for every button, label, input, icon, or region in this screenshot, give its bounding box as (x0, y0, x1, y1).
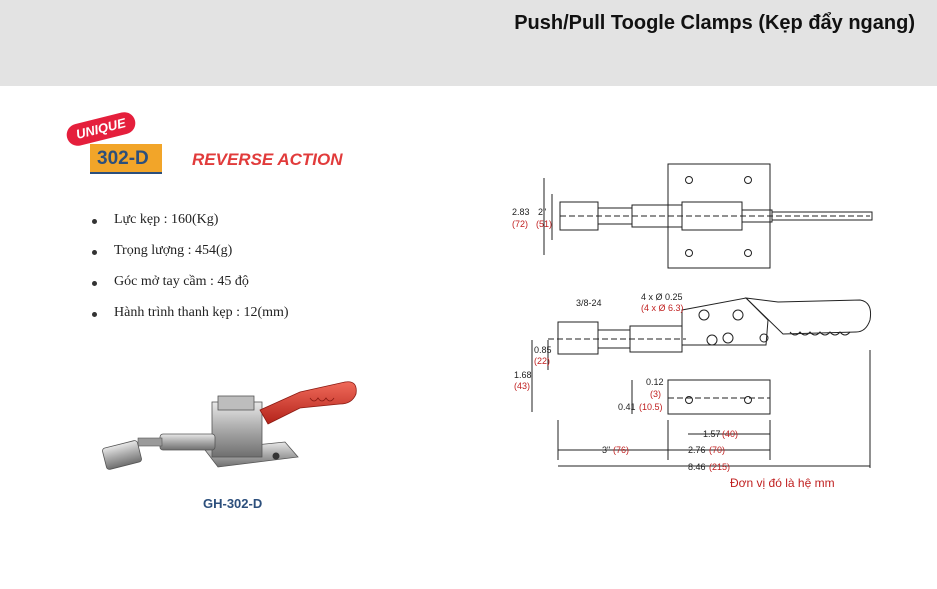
dim-label: 1.68 (514, 370, 532, 380)
dim-label: 3/8-24 (576, 298, 602, 308)
dim-label: (70) (709, 445, 725, 455)
dim-label: (51) (536, 219, 552, 229)
dim-label: 2.83 (512, 207, 530, 217)
unique-tag: UNIQUE (64, 109, 138, 149)
spec-item: Góc mở tay cầm : 45 độ (92, 274, 289, 305)
unit-note: Đơn vị đó là hệ mm (730, 476, 835, 490)
spec-item: Lực kẹp : 160(Kg) (92, 212, 289, 243)
product-caption: GH-302-D (203, 496, 263, 511)
dim-label: 4 x Ø 0.25 (641, 292, 683, 302)
dim-label: 1.57 (703, 429, 721, 439)
model-code: 302-D (97, 148, 149, 169)
reverse-action-label: REVERSE ACTION (192, 150, 343, 169)
dim-label: (72) (512, 219, 528, 229)
spec-list: Lực kẹp : 160(Kg) Trọng lượng : 454(g) G… (92, 212, 289, 336)
spec-item: Hành trình thanh kẹp : 12(mm) (92, 305, 289, 336)
page-header: Push/Pull Toogle Clamps (Kẹp đẩy ngang) (0, 0, 937, 86)
dim-label: 0.85 (534, 345, 552, 355)
spec-text: Lực kẹp : 160(Kg) (114, 212, 219, 227)
dim-label: 3" (602, 445, 610, 455)
dim-label: (4 x Ø 6.3) (641, 303, 684, 313)
spec-text: Trọng lượng : 454(g) (114, 243, 233, 258)
dim-label: (76) (613, 445, 629, 455)
page-title: Push/Pull Toogle Clamps (Kẹp đẩy ngang) (514, 12, 915, 34)
drawing-labels: 2.83 (72) 2" (51) 4 x Ø 0.25 (4 x Ø 6.3)… (512, 207, 738, 472)
model-badge: UNIQUE 302-D REVERSE ACTION (62, 106, 362, 186)
dim-label: 0.12 (646, 377, 664, 387)
dim-label: (10.5) (639, 402, 663, 412)
bullet-icon (92, 219, 97, 224)
bullet-icon (92, 250, 97, 255)
dim-label: 2" (538, 207, 546, 217)
dim-label: 0.41 (618, 402, 636, 412)
dim-label: (3) (650, 389, 661, 399)
model-underline (90, 172, 162, 174)
dim-label: (43) (514, 381, 530, 391)
model-box (90, 144, 162, 174)
bullet-icon (92, 312, 97, 317)
product-photo (102, 381, 357, 470)
spec-text: Góc mở tay cầm : 45 độ (114, 274, 249, 289)
dim-label: 2.76 (688, 445, 706, 455)
spec-text: Hành trình thanh kẹp : 12(mm) (114, 305, 289, 320)
dim-label: (22) (534, 356, 550, 366)
technical-drawing: 2.83 (72) 2" (51) 4 x Ø 0.25 (4 x Ø 6.3)… (512, 163, 873, 472)
bullet-icon (92, 281, 97, 286)
spec-item: Trọng lượng : 454(g) (92, 243, 289, 274)
dim-label: 8.46 (688, 462, 706, 472)
dim-label: (215) (709, 462, 730, 472)
dim-label: (40) (722, 429, 738, 439)
